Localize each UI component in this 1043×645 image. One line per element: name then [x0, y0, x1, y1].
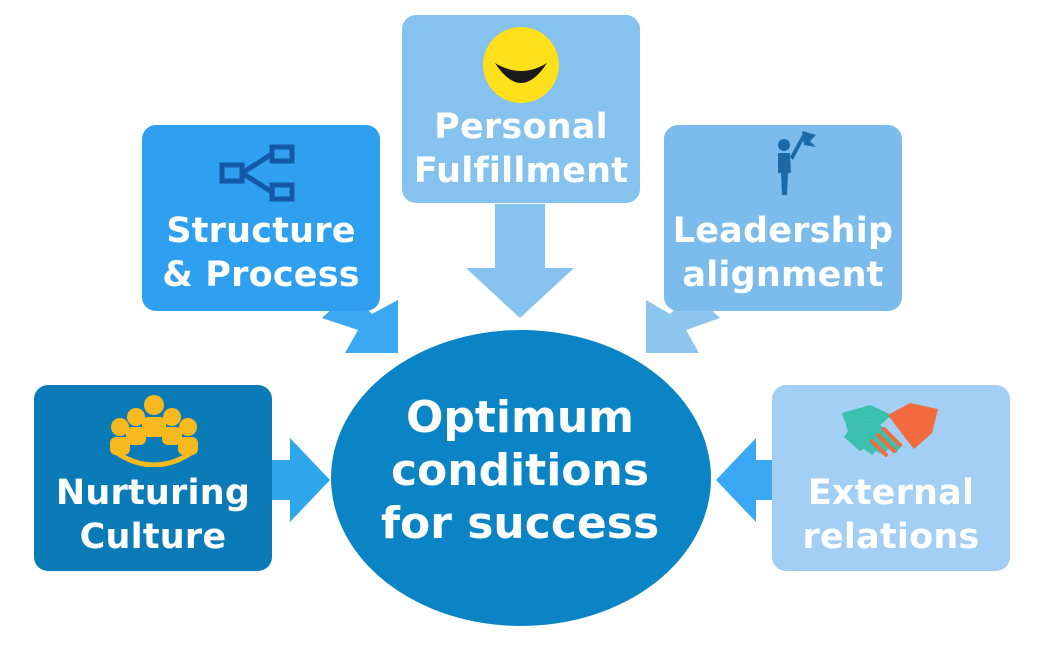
node-label: Personal Fulfillment: [413, 107, 629, 191]
node-label: Leadership alignment: [672, 211, 894, 295]
node-label: Nurturing Culture: [55, 473, 251, 557]
smiley-face-icon: [483, 27, 559, 103]
arrow-personal-fulfillment: [466, 204, 574, 318]
team-group-icon: [110, 395, 198, 467]
node-personal-fulfillment: Personal Fulfillment: [402, 15, 640, 203]
node-structure-process: Structure & Process: [142, 125, 380, 311]
arrow-external-relations: [716, 438, 772, 522]
center-ellipse: [331, 330, 711, 626]
node-external-relations: External relations: [772, 385, 1010, 571]
node-nurturing-culture: Nurturing Culture: [34, 385, 272, 571]
flag-bearer-icon: [778, 131, 816, 195]
node-label: External relations: [802, 473, 980, 557]
node-label: Structure & Process: [162, 211, 360, 295]
node-leadership-alignment: Leadership alignment: [664, 125, 902, 311]
arrow-nurturing-culture: [272, 438, 330, 522]
center-label: Optimum conditions for success: [380, 392, 660, 549]
handshake-icon: [842, 403, 938, 457]
hierarchy-icon: [219, 144, 295, 202]
